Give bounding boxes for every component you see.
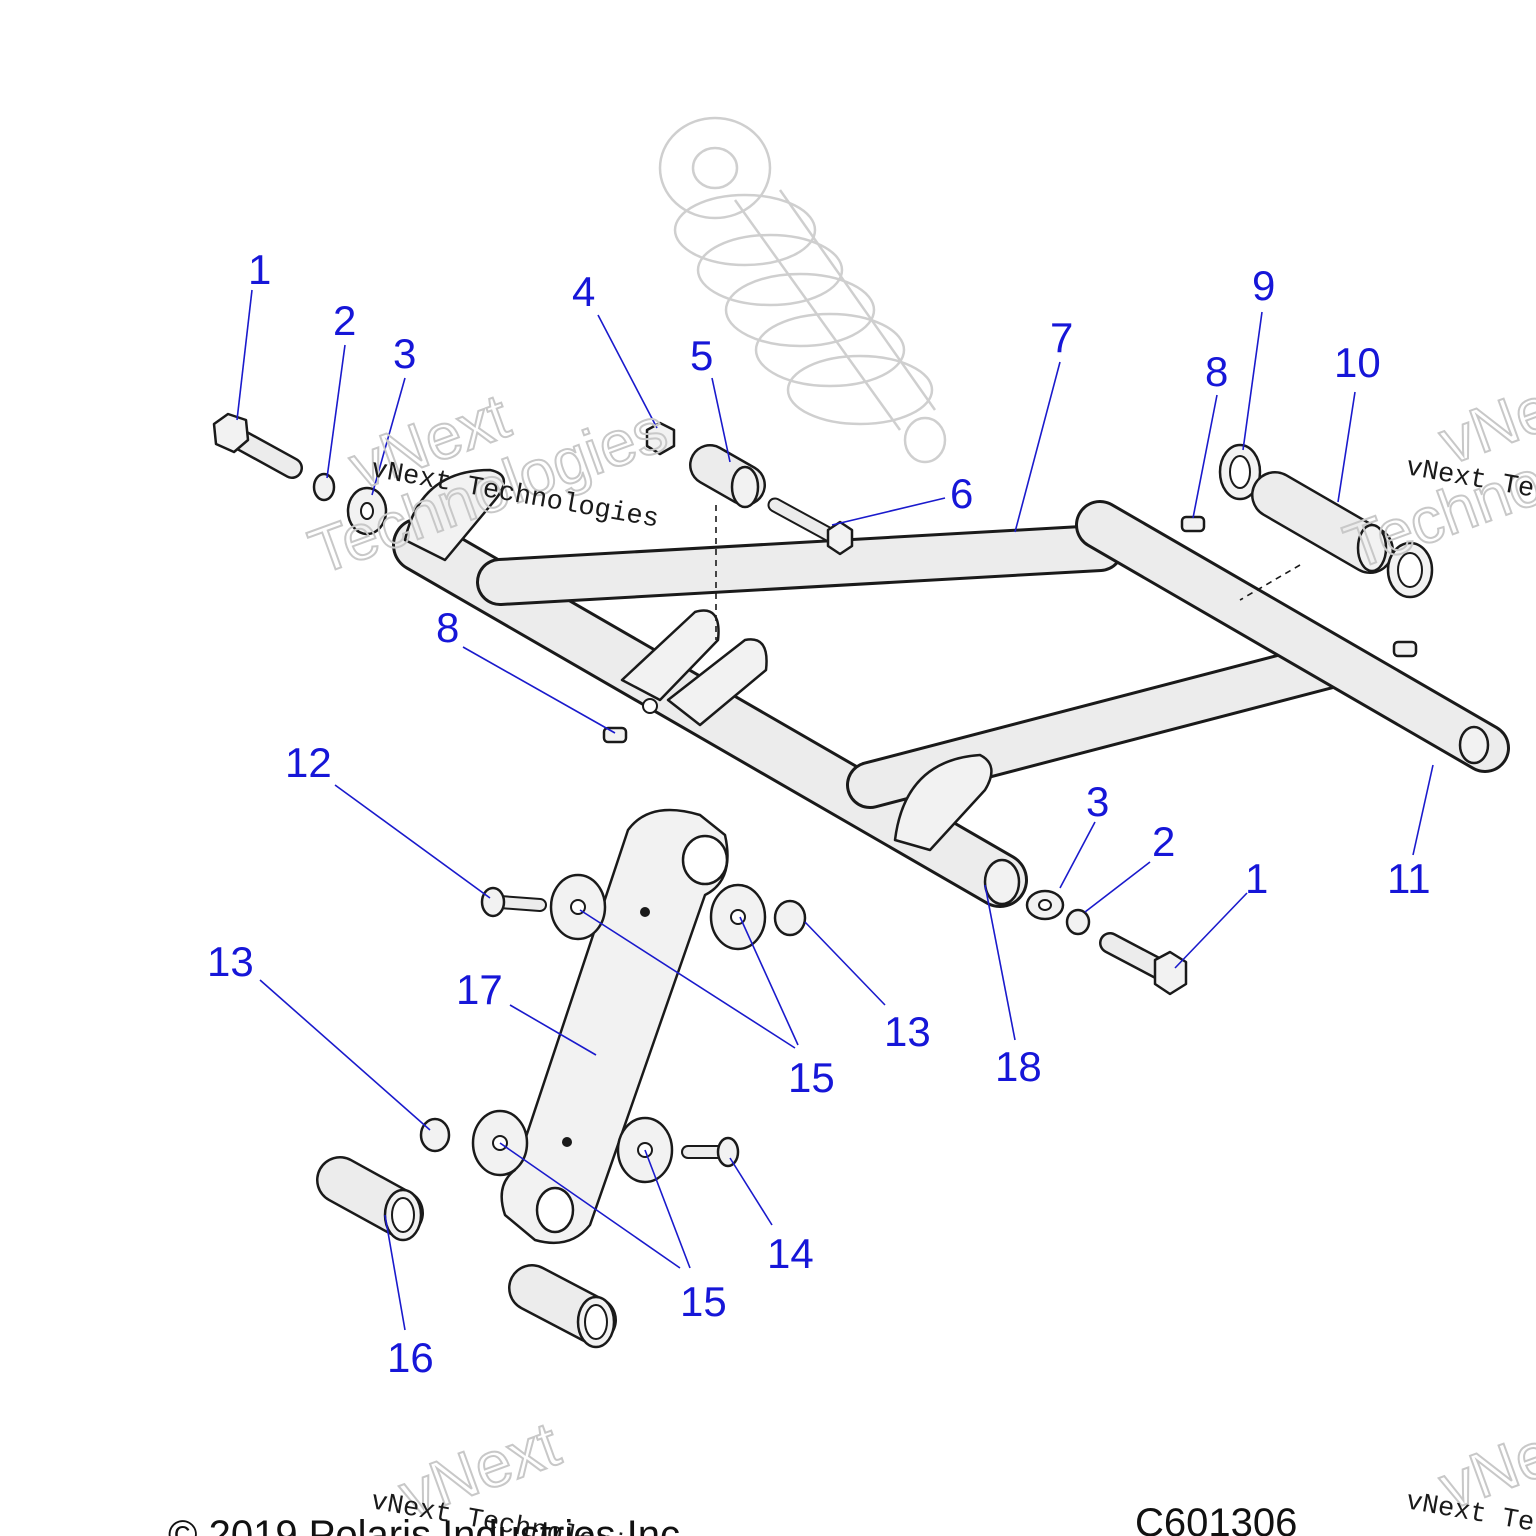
callout-15: 15 — [788, 1054, 835, 1101]
callout-16: 16 — [387, 1334, 434, 1381]
nut-4 — [645, 421, 676, 456]
nut-13b — [419, 1117, 451, 1153]
callout-4: 4 — [572, 268, 595, 315]
swing-arm-assembly — [392, 468, 1510, 908]
callout-3: 3 — [393, 330, 416, 377]
callout-11: 11 — [1387, 855, 1431, 902]
diagram-code: C601306 — [1135, 1501, 1297, 1536]
callout-1: 1 — [248, 246, 271, 293]
bolt-6 — [767, 497, 854, 556]
bolt-14 — [681, 1136, 740, 1168]
callout-2: 2 — [1152, 818, 1175, 865]
bolt-right — [1099, 932, 1188, 996]
shock-absorber-ghost — [658, 116, 947, 464]
callout-7: 7 — [1050, 314, 1073, 361]
callout-15: 15 — [680, 1278, 727, 1325]
callout-8: 8 — [1205, 348, 1228, 395]
lock-washer-left — [312, 472, 336, 502]
callout-13: 13 — [207, 938, 254, 985]
nut-13a — [773, 899, 807, 937]
callout-12: 12 — [285, 739, 332, 786]
bushing-16b — [508, 1264, 617, 1349]
callout-8: 8 — [436, 604, 459, 651]
bushing-5 — [689, 444, 766, 509]
shock-mount-bracket-right — [666, 638, 768, 727]
link-arm-17 — [500, 808, 729, 1245]
callout-labels: 1 1 2 2 3 3 4 5 6 7 8 8 9 10 11 12 13 13… — [207, 246, 1431, 1381]
bolt-12 — [480, 886, 547, 918]
leader-lines — [236, 289, 1434, 1331]
callout-6: 6 — [950, 470, 973, 517]
bolt-left — [212, 412, 303, 479]
grease-fitting-8c — [602, 726, 628, 744]
callout-10: 10 — [1334, 339, 1381, 386]
callout-13: 13 — [884, 1008, 931, 1055]
callout-14: 14 — [767, 1230, 814, 1277]
callout-3: 3 — [1086, 778, 1109, 825]
callout-17: 17 — [456, 966, 503, 1013]
callout-9: 9 — [1252, 262, 1275, 309]
callout-1: 1 — [1245, 855, 1268, 902]
bushing-10 — [1251, 471, 1394, 574]
lock-washer-right — [1065, 908, 1091, 936]
callout-2: 2 — [333, 297, 356, 344]
copyright-text: © 2019 Polaris Industries Inc. — [168, 1513, 691, 1536]
pivot-tube-end — [983, 858, 1021, 906]
grease-fitting-8a — [1180, 515, 1206, 533]
callout-18: 18 — [995, 1043, 1042, 1090]
callout-5: 5 — [690, 332, 713, 379]
bushing-16a — [316, 1156, 424, 1242]
grease-fitting-8b — [1392, 640, 1418, 658]
cross-tube-end — [1458, 725, 1490, 765]
